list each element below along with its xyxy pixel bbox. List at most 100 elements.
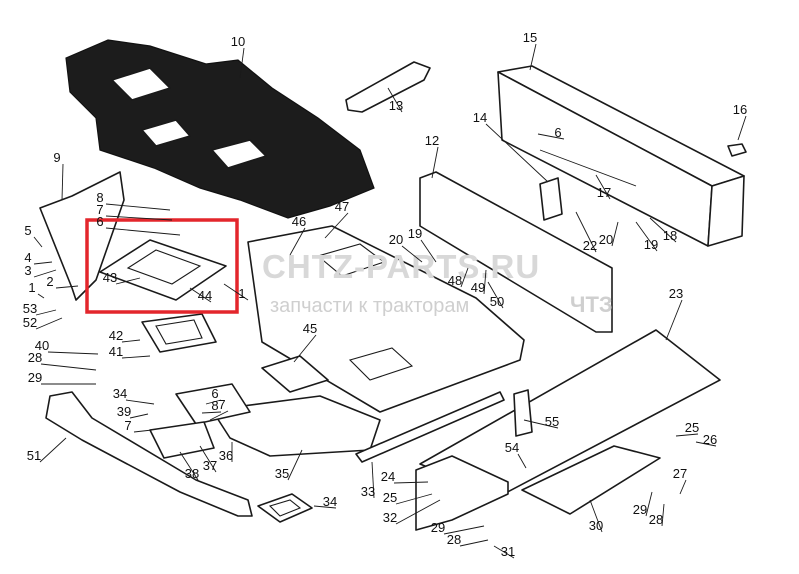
leader-line <box>287 449 303 481</box>
hook-16 <box>727 143 747 157</box>
callout-c40: 40 <box>35 338 49 353</box>
leader-line <box>517 453 527 469</box>
floor-plate-opening-2 <box>348 347 414 381</box>
callout-c6c: 6 <box>211 386 218 401</box>
leader-line <box>121 355 151 359</box>
leader-line <box>485 123 549 183</box>
leader-line <box>105 215 173 221</box>
floor-mat-opening-2 <box>141 119 191 147</box>
leader-line <box>595 174 611 200</box>
leader-line <box>115 277 141 285</box>
leader-line <box>395 499 441 525</box>
watermark-tagline-brand: ЧТЗ <box>570 292 613 317</box>
callout-c10: 10 <box>231 34 245 49</box>
callout-c13: 13 <box>389 98 403 113</box>
callout-c15: 15 <box>523 30 537 45</box>
callout-c33: 33 <box>361 484 375 499</box>
leader-line <box>105 227 181 236</box>
callout-c28a: 28 <box>28 350 42 365</box>
floor-mat-opening-1 <box>111 67 171 101</box>
leader-line <box>40 363 97 371</box>
leader-line <box>125 399 155 405</box>
leader-line <box>393 481 429 484</box>
callout-c7c: 7 <box>124 418 131 433</box>
leader-line <box>37 293 45 299</box>
leader-line <box>575 211 597 253</box>
leader-line <box>289 227 306 256</box>
callout-c54: 54 <box>505 440 519 455</box>
watermark-brand: CHTZ-PARTS.RU <box>262 248 540 285</box>
leader-line <box>47 351 99 355</box>
callout-c49: 49 <box>471 280 485 295</box>
callout-c55: 55 <box>545 414 559 429</box>
callout-c46: 46 <box>292 214 306 229</box>
callout-c26: 26 <box>703 432 717 447</box>
leader-line <box>121 339 141 343</box>
leader-line <box>209 410 229 421</box>
step-bracket-32 <box>415 455 509 531</box>
step-plate-30 <box>521 445 661 515</box>
leader-line <box>649 217 677 243</box>
callout-c47: 47 <box>335 199 349 214</box>
callout-c22: 22 <box>583 238 597 253</box>
gasket-34-opening <box>268 499 302 517</box>
callout-c8a: 8 <box>96 190 103 205</box>
leader-line <box>324 212 349 239</box>
panel-12 <box>419 171 613 333</box>
leader-line <box>665 299 683 341</box>
leader-line <box>395 493 433 505</box>
callout-c53: 53 <box>23 301 37 316</box>
callout-c37: 37 <box>203 458 217 473</box>
leader-line <box>737 115 747 141</box>
leader-line <box>223 283 249 301</box>
callout-c12: 12 <box>425 133 439 148</box>
callout-c20b: 20 <box>389 232 403 247</box>
callout-c1b: 1 <box>238 286 245 301</box>
callout-c34b: 34 <box>323 494 337 509</box>
callout-c42: 42 <box>109 328 123 343</box>
leader-line <box>443 525 485 535</box>
strip-33 <box>355 391 505 463</box>
leader-line <box>635 221 658 252</box>
callout-c32: 32 <box>383 510 397 525</box>
bracket-13 <box>345 61 431 113</box>
callout-c25a: 25 <box>685 420 699 435</box>
leader-line <box>523 419 559 429</box>
callout-c19a: 19 <box>644 237 658 252</box>
callout-c29a: 29 <box>28 370 42 385</box>
bracket-37 <box>149 421 215 459</box>
leader-line <box>695 441 717 447</box>
callout-c7b: 7 <box>218 397 225 412</box>
callout-c30: 30 <box>589 518 603 533</box>
leader-line <box>537 133 565 140</box>
callout-c29b: 29 <box>633 502 647 517</box>
gasket-42-opening <box>155 319 203 345</box>
leader-line <box>133 429 153 433</box>
leader-line <box>675 433 699 437</box>
leader-line <box>371 461 375 499</box>
callout-c24: 24 <box>381 469 395 484</box>
leader-line <box>179 451 199 481</box>
callout-c7a: 7 <box>96 202 103 217</box>
callout-c43: 43 <box>103 270 117 285</box>
leader-line <box>205 399 222 405</box>
leader-line <box>431 146 439 179</box>
callout-c35: 35 <box>275 466 289 481</box>
leader-line <box>239 47 245 79</box>
leader-line <box>611 221 619 247</box>
callout-c41: 41 <box>109 344 123 359</box>
leader-line <box>199 445 217 473</box>
rail-51 <box>45 391 253 517</box>
highlight-box <box>85 218 239 314</box>
leader-line <box>129 413 149 419</box>
tool-box-end <box>707 175 745 247</box>
plate-14 <box>539 177 563 221</box>
floor-mat-opening-3 <box>211 139 267 169</box>
leader-line <box>33 269 57 278</box>
leader-line <box>55 285 79 289</box>
callout-c29c: 29 <box>431 520 445 535</box>
main-floor-plate-47 <box>247 225 525 413</box>
leader-line <box>493 545 515 559</box>
